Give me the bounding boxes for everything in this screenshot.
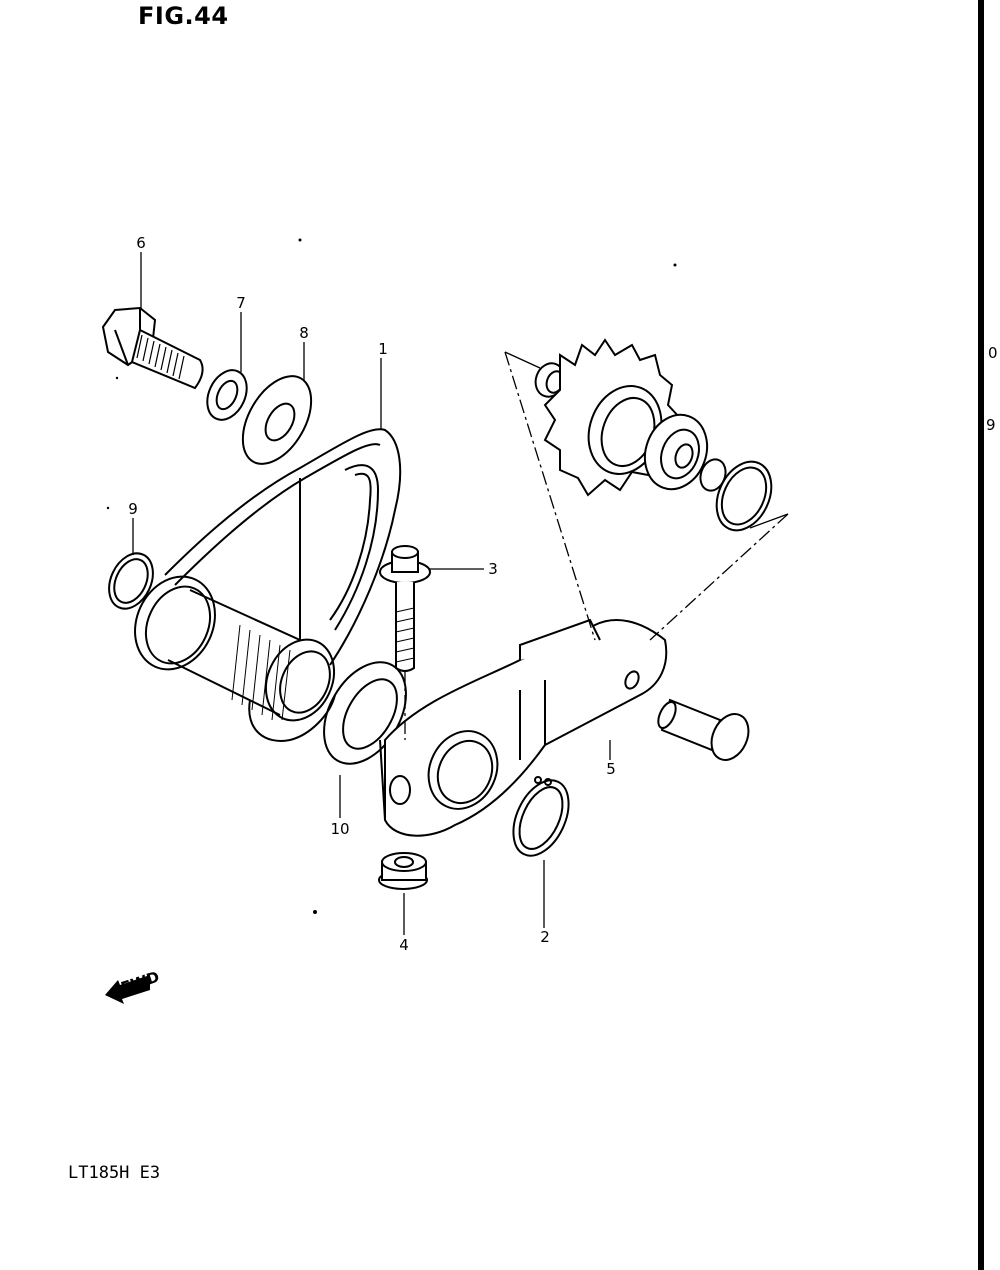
callout-6: 6 [136,234,146,252]
figure-title: FIG.44 [138,2,229,30]
spring-washer-icon [206,369,248,421]
callout-7: 7 [236,294,246,312]
callout-1: 1 [378,340,388,358]
callout-labels: 1 2 3 4 5 6 7 8 9 10 [128,234,616,954]
pivot-pin-icon [657,698,750,761]
edge-mark-bottom: 9 [986,416,996,434]
scan-specks [106,238,677,914]
model-code: LT185H E3 [68,1163,161,1183]
callout-5: 5 [606,760,616,778]
flange-nut-icon [378,852,428,890]
page-border [978,0,984,1270]
hex-bolt-icon [101,306,204,390]
fwd-arrow-icon: FWD [105,968,162,1004]
sprocket-assembly-icon [534,338,773,532]
tensioner-bracket-icon [134,428,402,742]
circlip-icon [512,776,570,857]
callout-8: 8 [299,324,309,342]
leader-lines [132,252,789,935]
tensioner-arm-icon [379,618,668,837]
callout-2: 2 [540,928,550,946]
callout-10: 10 [330,820,349,838]
flange-bolt-icon [379,545,431,672]
flat-washer-icon [241,375,313,465]
callout-9: 9 [128,500,138,518]
o-ring-icon [108,552,154,610]
callout-4: 4 [399,936,409,954]
edge-mark-top: 0 [988,344,998,362]
callout-3: 3 [488,560,498,578]
